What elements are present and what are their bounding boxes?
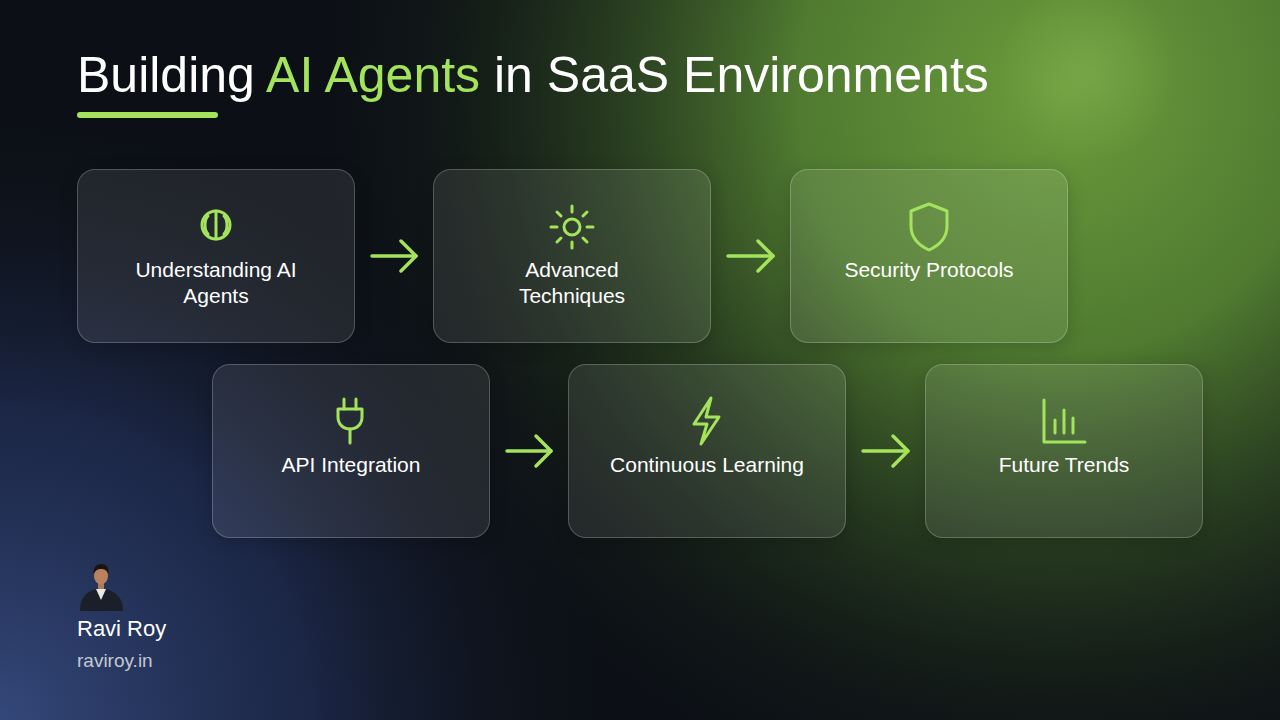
arrow-shaft xyxy=(728,254,773,258)
avatar-hair xyxy=(93,564,108,574)
arrow-head xyxy=(536,436,551,466)
avatar-body xyxy=(80,588,123,611)
step-label: API Integration xyxy=(282,452,421,478)
avatar-head xyxy=(94,568,108,585)
step-box: Security Protocols xyxy=(790,169,1068,343)
flow-arrow xyxy=(507,436,551,466)
arrow-shaft xyxy=(863,449,908,453)
arrow-head xyxy=(893,436,908,466)
title-underline xyxy=(77,112,218,118)
arrow-head xyxy=(758,241,773,271)
shield-icon xyxy=(911,204,947,250)
flow-arrow xyxy=(728,241,773,271)
step-box: Future Trends xyxy=(925,364,1203,538)
step-label: Security Protocols xyxy=(844,257,1013,283)
step-box: Advanced Techniques xyxy=(433,169,711,343)
arrow-shaft xyxy=(507,449,551,453)
slide-title: Building AI Agents in SaaS Environments xyxy=(77,45,989,105)
plug-icon xyxy=(338,399,362,443)
step-label: Continuous Learning xyxy=(610,452,804,478)
step-box: Continuous Learning xyxy=(568,364,846,538)
bolt-icon xyxy=(694,398,719,444)
step-label: Advanced Techniques xyxy=(475,257,669,309)
avatar-shirt xyxy=(96,589,106,600)
step-box: Understanding AI Agents xyxy=(77,169,355,343)
step-label: Future Trends xyxy=(999,452,1130,478)
author-name: Ravi Roy xyxy=(77,616,166,642)
sun-icon xyxy=(551,206,593,248)
step-label: Understanding AI Agents xyxy=(119,257,313,309)
arrow-head xyxy=(401,241,416,271)
chart-icon xyxy=(1044,400,1085,442)
flow-arrow xyxy=(863,436,908,466)
step-box: API Integration xyxy=(212,364,490,538)
flow-arrow xyxy=(372,241,416,271)
brain-icon xyxy=(202,211,230,239)
arrow-shaft xyxy=(372,254,416,258)
author-website: raviroy.in xyxy=(77,649,153,672)
avatar-neck xyxy=(98,582,104,589)
